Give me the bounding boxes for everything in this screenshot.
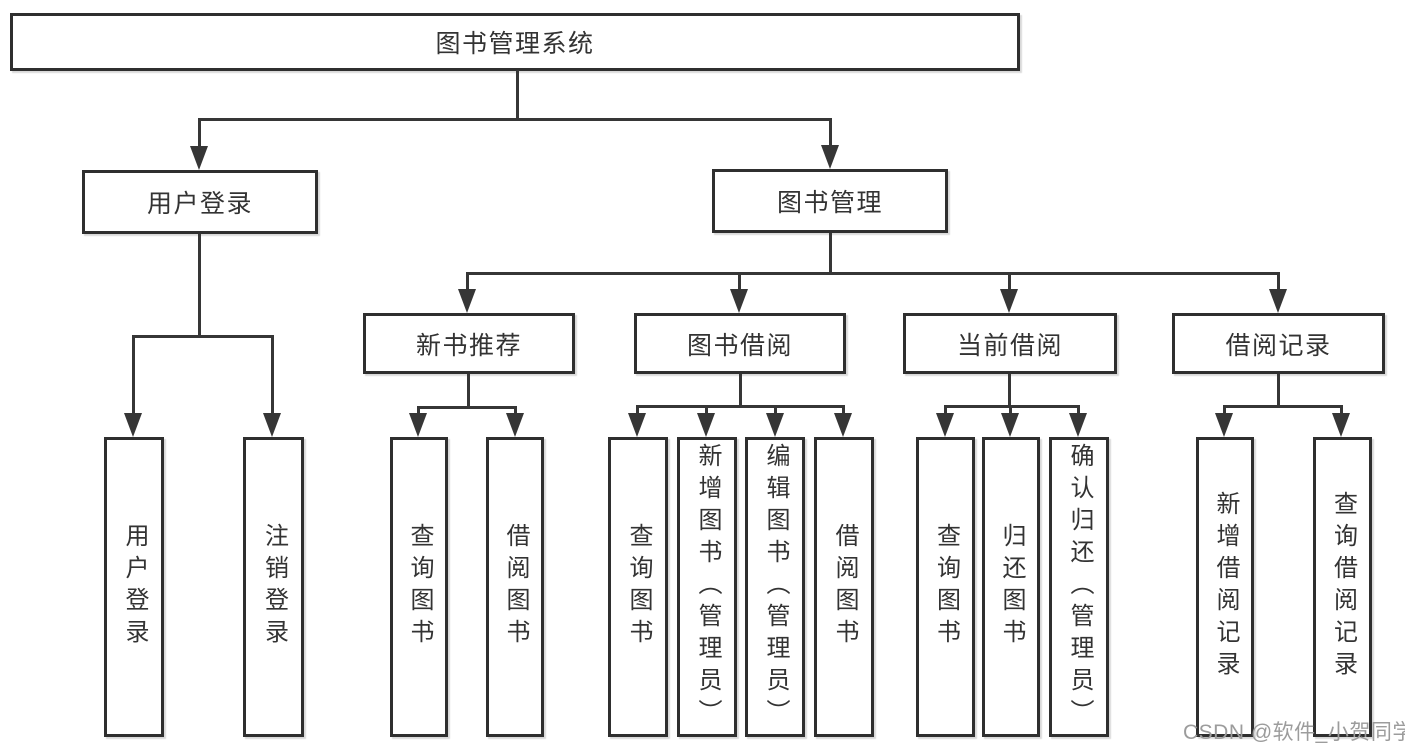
arrow-down-icon xyxy=(190,146,208,170)
connector-root-bar xyxy=(198,118,832,121)
node-label: 借阅图书 xyxy=(831,523,858,651)
node-leaf-user-login: 用户登录 xyxy=(104,437,164,737)
connector-drop xyxy=(842,405,845,416)
connector-borrow-records-bar xyxy=(1223,405,1343,408)
connector-drop-book-borrow xyxy=(738,272,741,292)
node-leaf-add-books-admin: 新增图书（管理员） xyxy=(677,437,737,737)
arrow-down-icon xyxy=(1000,289,1018,313)
node-label: 当前借阅 xyxy=(956,331,1063,360)
connector-drop xyxy=(1077,405,1080,416)
arrow-down-icon xyxy=(834,413,852,437)
node-label: 借阅图书 xyxy=(502,523,529,651)
node-new-book-recommend: 新书推荐 xyxy=(363,313,575,374)
connector-drop-book-mgmt xyxy=(829,118,832,150)
connector-drop xyxy=(417,406,420,416)
arrow-down-icon xyxy=(697,413,715,437)
node-label: 新增图书（管理员） xyxy=(694,443,721,731)
node-leaf-return-books: 归还图书 xyxy=(982,437,1040,737)
node-leaf-query-books-current: 查询图书 xyxy=(916,437,975,737)
node-leaf-add-borrow-record: 新增借阅记录 xyxy=(1196,437,1254,737)
node-leaf-query-books-borrowing: 查询图书 xyxy=(608,437,668,737)
node-label: 新书推荐 xyxy=(415,331,522,360)
connector-book-borrow-stem xyxy=(739,374,742,408)
connector-drop xyxy=(514,406,517,416)
node-library-system: 图书管理系统 xyxy=(10,13,1020,71)
node-leaf-confirm-return-admin: 确认归还（管理员） xyxy=(1049,437,1109,737)
connector-drop-borrow-records xyxy=(1277,272,1280,292)
connector-user-login-bar xyxy=(132,335,274,338)
node-current-borrowing: 当前借阅 xyxy=(903,313,1117,374)
connector-drop xyxy=(1009,405,1012,416)
node-label: 确认归还（管理员） xyxy=(1066,443,1093,731)
arrow-down-icon xyxy=(409,413,427,437)
connector-drop xyxy=(1223,405,1226,416)
arrow-down-icon xyxy=(936,413,954,437)
node-label: 新增借阅记录 xyxy=(1212,491,1239,683)
node-label: 图书管理系统 xyxy=(435,30,595,58)
connector-borrow-records-stem xyxy=(1277,374,1280,408)
node-book-borrowing: 图书借阅 xyxy=(634,313,846,374)
connector-root-stem xyxy=(516,70,519,121)
connector-current-borrow-stem xyxy=(1008,374,1011,408)
connector-current-borrow-bar xyxy=(944,405,1080,408)
arrow-down-icon xyxy=(766,413,784,437)
connector-drop-login-leaf xyxy=(132,335,135,415)
node-label: 查询图书 xyxy=(932,523,960,651)
node-label: 编辑图书（管理员） xyxy=(762,443,789,731)
node-label: 借阅记录 xyxy=(1225,331,1332,360)
arrow-down-icon xyxy=(506,413,524,437)
arrow-down-icon xyxy=(1269,289,1287,313)
connector-book-mgmt-stem xyxy=(829,233,832,275)
connector-drop xyxy=(705,405,708,416)
connector-drop-current-borrow xyxy=(1008,272,1011,292)
arrow-down-icon xyxy=(1069,413,1087,437)
connector-drop-new-book xyxy=(466,272,469,292)
connector-drop xyxy=(944,405,947,416)
connector-book-borrow-bar xyxy=(636,405,845,408)
node-leaf-query-books-recommend: 查询图书 xyxy=(390,437,448,737)
watermark-text: CSDN @软件_小贺同学 xyxy=(1183,721,1405,744)
connector-drop xyxy=(1340,405,1343,416)
arrow-down-icon xyxy=(458,289,476,313)
node-leaf-query-borrow-record: 查询借阅记录 xyxy=(1313,437,1372,737)
node-label: 图书管理 xyxy=(776,189,883,217)
arrow-down-icon xyxy=(263,413,281,437)
connector-new-book-stem xyxy=(467,374,470,409)
node-label: 查询图书 xyxy=(625,523,652,651)
node-label: 用户登录 xyxy=(121,523,148,651)
node-label: 查询图书 xyxy=(406,523,433,651)
node-book-management: 图书管理 xyxy=(712,169,948,233)
connector-drop xyxy=(636,405,639,416)
node-leaf-logout: 注销登录 xyxy=(243,437,304,737)
connector-book-mgmt-bar xyxy=(466,272,1280,275)
arrow-down-icon xyxy=(628,413,646,437)
node-leaf-edit-books-admin: 编辑图书（管理员） xyxy=(745,437,805,737)
node-leaf-borrow-books-recommend: 借阅图书 xyxy=(486,437,544,737)
connector-drop-logout-leaf xyxy=(271,335,274,415)
arrow-down-icon xyxy=(821,145,839,169)
node-label: 用户登录 xyxy=(146,190,253,218)
node-leaf-borrow-books-borrowing: 借阅图书 xyxy=(814,437,874,737)
node-borrowing-records: 借阅记录 xyxy=(1172,313,1385,374)
node-label: 归还图书 xyxy=(998,523,1025,651)
node-label: 注销登录 xyxy=(260,523,288,651)
connector-drop xyxy=(774,405,777,416)
node-user-login: 用户登录 xyxy=(82,170,318,234)
node-label: 图书借阅 xyxy=(686,331,793,360)
arrow-down-icon xyxy=(1001,413,1019,437)
connector-drop-user-login xyxy=(198,118,201,150)
arrow-down-icon xyxy=(124,413,142,437)
arrow-down-icon xyxy=(1332,413,1350,437)
connector-user-login-stem xyxy=(198,234,201,338)
node-label: 查询借阅记录 xyxy=(1329,491,1357,683)
connector-new-book-bar xyxy=(417,406,517,409)
arrow-down-icon xyxy=(730,289,748,313)
arrow-down-icon xyxy=(1215,413,1233,437)
